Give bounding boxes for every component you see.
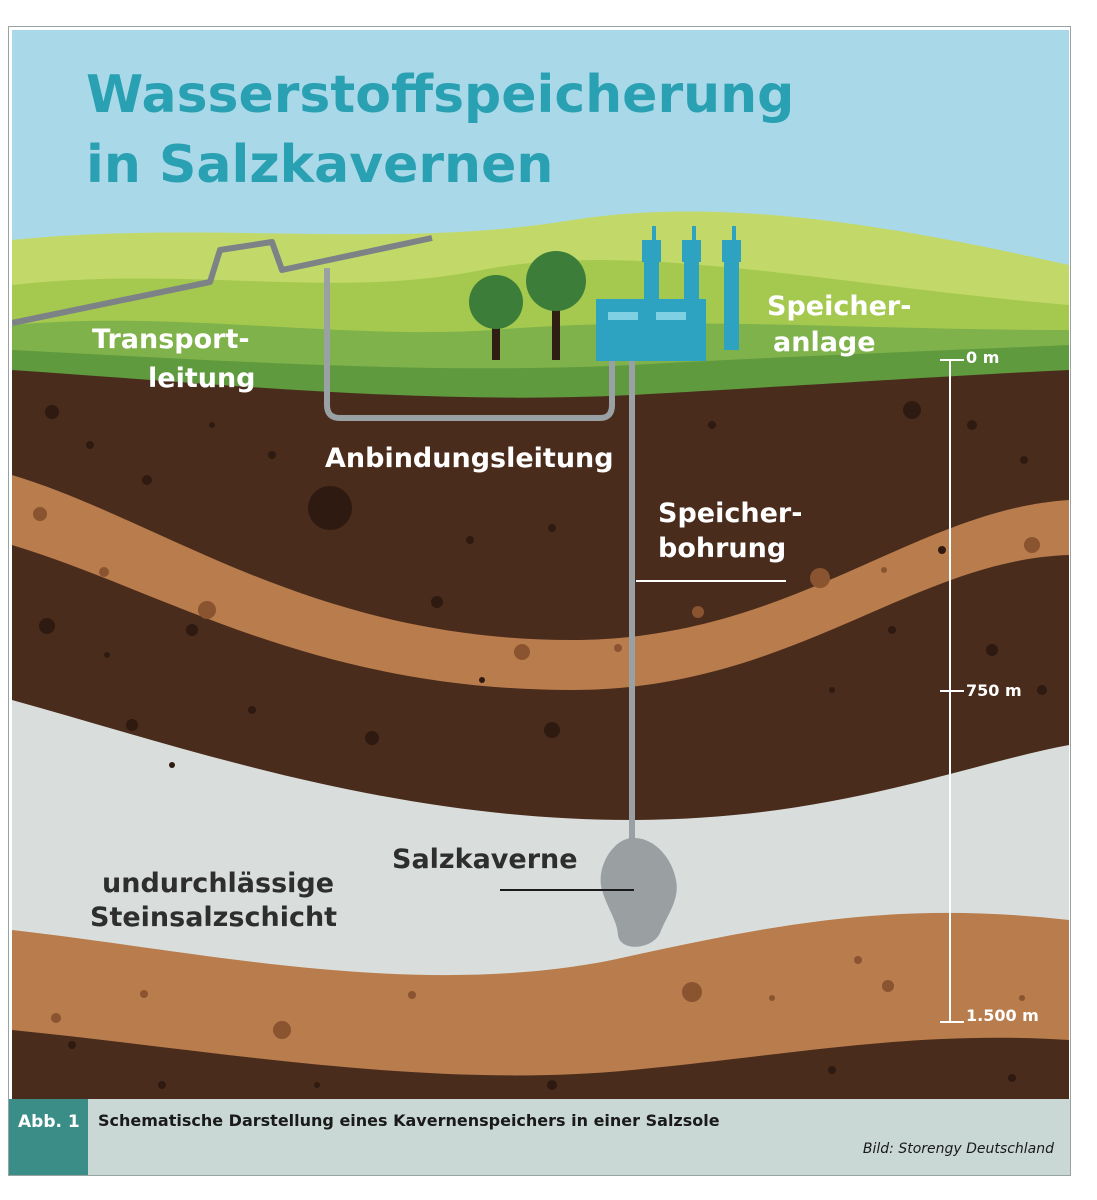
band-speckles: [33, 507, 1040, 1039]
label-transportleitung-2: leitung: [148, 363, 256, 394]
diagram-scene: Wasserstoffspeicherung in Salzkavernen: [12, 30, 1069, 1102]
label-anbindungsleitung: Anbindungsleitung: [325, 443, 614, 474]
transport-pipeline: [12, 235, 433, 326]
label-speicheranlage-2: anlage: [773, 327, 876, 358]
figure-caption: Schematische Darstellung eines Kavernens…: [98, 1111, 720, 1130]
storage-facility: [596, 226, 741, 361]
trees: [469, 251, 586, 360]
depth-label-0: 0 m: [966, 348, 999, 367]
figure-number-tag: Abb. 1: [9, 1099, 88, 1175]
label-steinsalz-2: Steinsalzschicht: [90, 902, 337, 933]
label-steinsalz-1: undurchlässige: [102, 868, 334, 899]
depth-scale: 0 m 750 m 1.500 m: [940, 348, 1039, 1025]
label-transportleitung-1: Transport-: [92, 324, 250, 355]
soil-lower: [12, 1030, 1069, 1102]
salt-cavern: [600, 837, 677, 947]
title-line-1: Wasserstoffspeicherung: [86, 65, 794, 125]
label-salzkaverne: Salzkaverne: [392, 844, 578, 875]
label-speicherbohrung-1: Speicher-: [658, 498, 802, 529]
depth-label-1500: 1.500 m: [966, 1006, 1039, 1025]
caption-bar: Abb. 1 Schematische Darstellung eines Ka…: [9, 1099, 1070, 1175]
label-speicheranlage-1: Speicher-: [767, 291, 911, 322]
soil-speckles: [39, 401, 1047, 1090]
connection-pipeline: [324, 268, 615, 421]
image-credit: Bild: Storengy Deutschland: [862, 1141, 1054, 1157]
title-line-2: in Salzkavernen: [86, 135, 553, 195]
depth-label-750: 750 m: [966, 681, 1022, 700]
label-speicherbohrung-2: bohrung: [658, 533, 786, 564]
figure-frame: Wasserstoffspeicherung in Salzkavernen: [8, 26, 1071, 1176]
